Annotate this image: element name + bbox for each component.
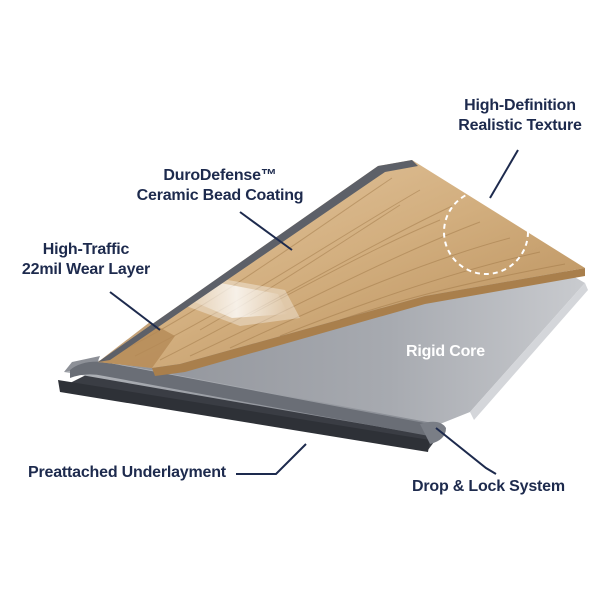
durodefense-label: DuroDefense™ Ceramic Bead Coating <box>136 167 304 204</box>
wood-texture-layer <box>98 160 585 376</box>
durodefense-leader <box>239 211 293 251</box>
wear-layer-leader <box>109 291 161 331</box>
coating-edge <box>98 160 418 362</box>
texture-highlight-circle <box>443 189 529 275</box>
drop-lock-leader <box>435 427 497 475</box>
underlayment-layer <box>58 372 440 452</box>
underlayment-label: Preattached Underlayment <box>28 464 226 481</box>
drop-lock-label: Drop & Lock System <box>412 478 565 495</box>
hd-texture-leader <box>489 149 519 199</box>
hd-texture-label: High-Definition Realistic Texture <box>458 97 582 134</box>
rigid-core-label: Rigid Core <box>406 343 485 360</box>
wear-layer-label: High-Traffic 22mil Wear Layer <box>21 241 151 278</box>
leader-lines <box>109 149 519 475</box>
underlayment-leader <box>236 443 307 475</box>
